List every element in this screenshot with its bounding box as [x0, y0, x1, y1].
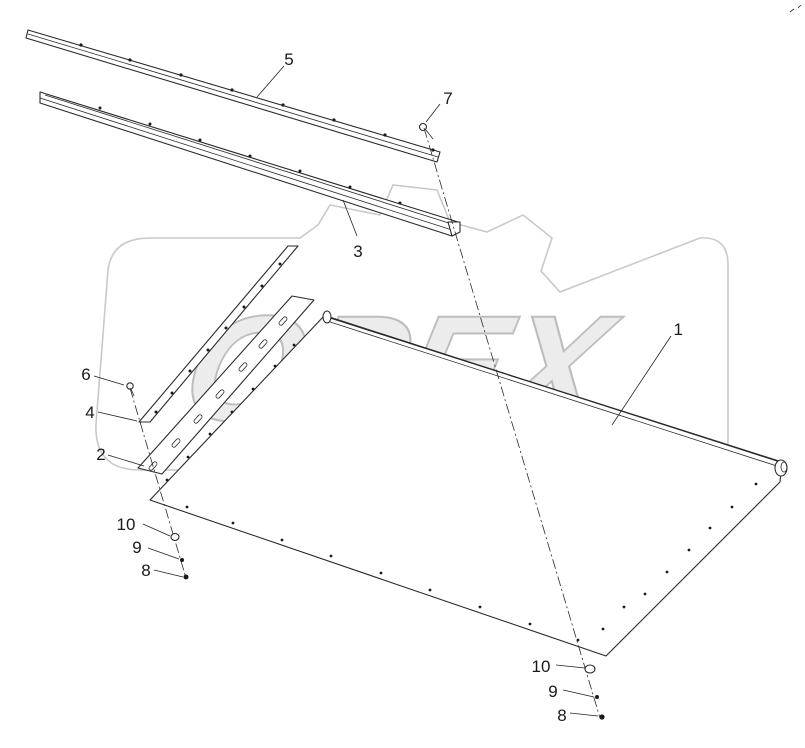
roller-end-left [322, 310, 332, 324]
leader-lines [93, 65, 672, 717]
callout-7: 7 [443, 89, 452, 108]
washer-10-right [584, 664, 596, 674]
callout-1: 1 [674, 320, 683, 339]
callout-8-left: 8 [141, 561, 150, 580]
callout-4: 4 [85, 403, 94, 422]
nut-8-right [599, 714, 605, 720]
part-4-holes [154, 262, 282, 414]
part-3-angle-bar [39, 91, 461, 237]
part-1-sheet [149, 310, 788, 657]
part-3-holes [98, 106, 402, 205]
callout-10-right: 10 [532, 657, 551, 676]
washer-10-left [170, 532, 180, 542]
corner-mark [789, 4, 802, 13]
callout-6: 6 [81, 365, 90, 384]
part-5-top-strip [25, 29, 441, 163]
lockwasher-9-right [595, 695, 599, 699]
part-5-holes [79, 43, 435, 152]
callout-labels: 1 2 3 4 5 6 7 8 9 10 8 9 10 [81, 50, 683, 725]
callout-5: 5 [284, 50, 293, 69]
callout-3: 3 [353, 242, 362, 261]
callout-2: 2 [96, 445, 105, 464]
part-4-strip [138, 245, 299, 423]
assembly-axis-left [129, 387, 187, 579]
callout-10-left: 10 [117, 515, 136, 534]
fastener-bolt-7 [418, 122, 434, 140]
callout-8-right: 8 [557, 706, 566, 725]
assembly-axis-right [423, 127, 601, 719]
nut-8-left [183, 574, 189, 580]
callout-9-right: 9 [548, 682, 557, 701]
part-1-edge-holes [165, 343, 758, 642]
callout-9-left: 9 [132, 538, 141, 557]
lockwasher-9-left [180, 558, 184, 562]
